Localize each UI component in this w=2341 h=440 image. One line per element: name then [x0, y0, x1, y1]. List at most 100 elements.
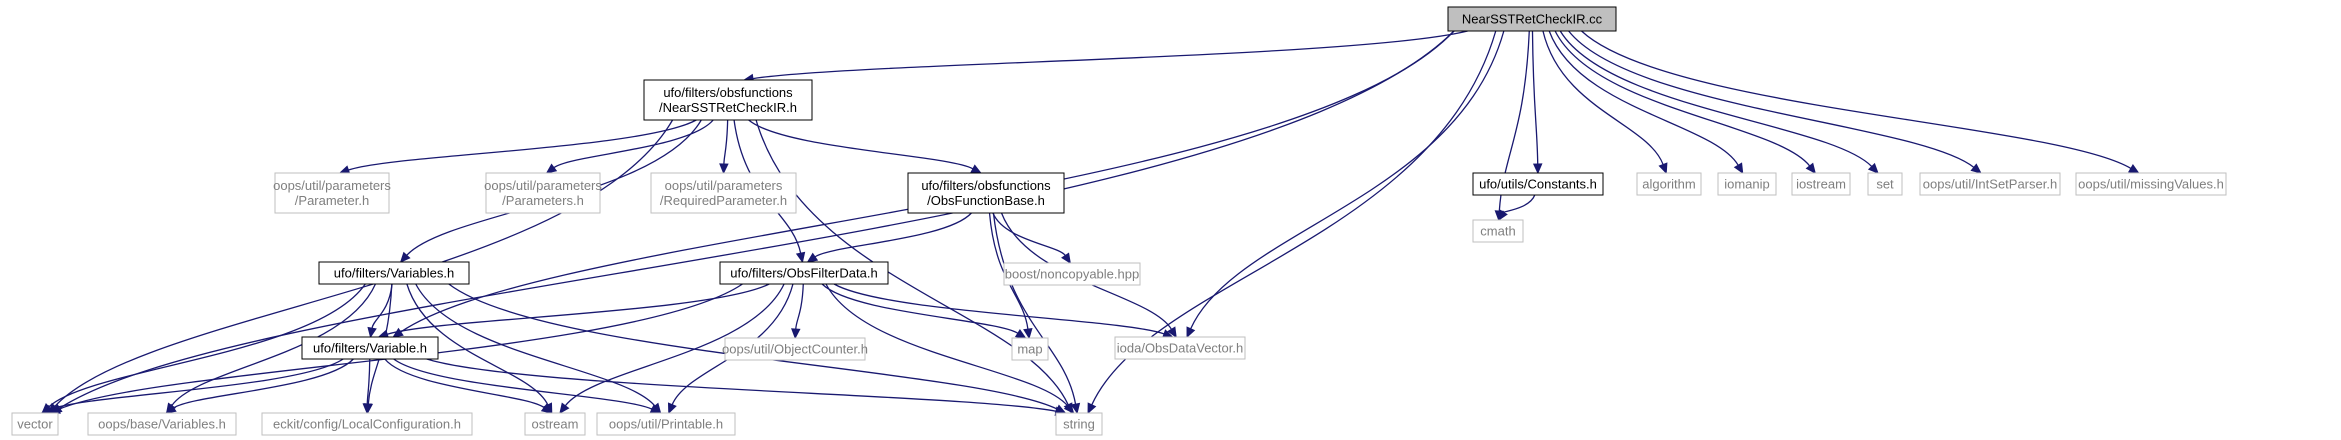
node-label: string	[1063, 417, 1095, 432]
arrowhead	[392, 327, 404, 338]
node-iostream: iostream	[1791, 172, 1851, 196]
node-localconf: eckit/config/LocalConfiguration.h	[261, 412, 473, 436]
edge-constants-to-cmath	[1498, 194, 1536, 222]
node-ofbase[interactable]: ufo/filters/obsfunctions/ObsFunctionBase…	[907, 172, 1065, 214]
node-label: boost/noncopyable.hpp	[1005, 267, 1139, 282]
node-label: eckit/config/LocalConfiguration.h	[273, 417, 461, 432]
node-variableh[interactable]: ufo/filters/Variable.h	[301, 336, 439, 360]
node-label: oops/util/ObjectCounter.h	[722, 342, 868, 357]
edge-nearh-to-parameter	[338, 119, 697, 175]
node-box	[1717, 172, 1777, 196]
edge-ofdata-to-map	[821, 283, 1027, 339]
node-box	[1636, 172, 1702, 196]
node-reqparam: oops/util/parameters/RequiredParameter.h	[650, 172, 797, 214]
node-box	[1055, 412, 1103, 436]
arrowhead	[399, 251, 411, 263]
node-label: ufo/filters/obsfunctions	[663, 85, 793, 100]
node-box	[1472, 172, 1604, 196]
node-root[interactable]: NearSSTRetCheckIR.cc	[1447, 6, 1617, 32]
node-box	[1114, 336, 1246, 360]
edge-variableh-to-ostream	[384, 358, 553, 414]
arrowhead	[367, 326, 377, 339]
edge-nearh-to-ofbase	[748, 119, 982, 174]
node-label: oops/util/IntSetParser.h	[1923, 177, 2057, 192]
edge-ofbase-to-ofdata	[806, 212, 972, 263]
node-label: /NearSSTRetCheckIR.h	[659, 100, 797, 115]
node-label: ufo/filters/obsfunctions	[921, 178, 1051, 193]
node-label: ufo/filters/Variables.h	[334, 266, 454, 281]
node-parameter: oops/util/parameters/Parameter.h	[273, 172, 391, 214]
node-constants[interactable]: ufo/utils/Constants.h	[1472, 172, 1604, 196]
node-string: string	[1055, 412, 1103, 436]
node-label: /Parameters.h	[502, 193, 584, 208]
node-label: ioda/ObsDataVector.h	[1117, 341, 1243, 356]
edge-root-to-constants	[1531, 30, 1543, 175]
node-label: iomanip	[1724, 177, 1770, 192]
edge-root-to-iomanip	[1548, 30, 1744, 175]
node-box	[724, 337, 866, 361]
node-label: oops/util/parameters	[665, 178, 783, 193]
edge-variableh-to-vector	[40, 358, 344, 414]
node-box	[1003, 262, 1141, 286]
node-label: /ObsFunctionBase.h	[927, 193, 1045, 208]
edge-ofbase-to-string	[992, 212, 1081, 415]
node-nearh[interactable]: ufo/filters/obsfunctions/NearSSTRetCheck…	[643, 79, 813, 121]
arrowhead	[1087, 402, 1097, 415]
node-label: /Parameter.h	[295, 193, 369, 208]
node-layer: NearSSTRetCheckIR.cc ufo/filters/obsfunct…	[11, 6, 2227, 436]
node-box	[1919, 172, 2061, 196]
node-label: ostream	[532, 417, 579, 432]
node-label: set	[1876, 177, 1894, 192]
edge-ofbase-to-noncopy	[992, 212, 1071, 265]
node-vector: vector	[11, 412, 59, 436]
node-ofdata[interactable]: ufo/filters/ObsFilterData.h	[719, 261, 889, 285]
arrowhead	[1733, 162, 1744, 175]
edge-ofdata-to-objcounter	[791, 283, 804, 340]
arrowhead	[970, 164, 982, 174]
arrowhead	[1186, 326, 1196, 339]
arrowhead	[795, 251, 806, 264]
arrowhead	[1867, 162, 1879, 174]
node-label: iostream	[1796, 177, 1846, 192]
node-box	[261, 412, 473, 436]
edge-ofdata-to-ostream	[559, 283, 785, 414]
node-oopsvars: oops/base/Variables.h	[87, 412, 237, 436]
edge-root-to-nearh	[742, 30, 1468, 84]
node-box	[301, 336, 439, 360]
edge-ofdata-to-iodaodv	[833, 283, 1174, 339]
node-objcounter: oops/util/ObjectCounter.h	[722, 337, 868, 361]
node-box	[1011, 337, 1049, 361]
node-variablesh[interactable]: ufo/filters/Variables.h	[318, 261, 470, 285]
node-label: ufo/filters/ObsFilterData.h	[730, 266, 877, 281]
node-box	[274, 172, 390, 214]
node-box	[1447, 6, 1617, 32]
node-label: NearSSTRetCheckIR.cc	[1462, 12, 1603, 27]
node-noncopy: boost/noncopyable.hpp	[1003, 262, 1141, 286]
edge-nearh-to-reqparam	[719, 119, 729, 175]
edge-variableh-to-localconf	[362, 358, 373, 415]
node-iomanip: iomanip	[1717, 172, 1777, 196]
arrowhead	[1070, 402, 1081, 415]
node-cmath: cmath	[1472, 219, 1524, 243]
arrowhead	[1167, 326, 1177, 339]
arrowhead	[1970, 163, 1982, 174]
node-box	[318, 261, 470, 285]
node-box	[485, 172, 601, 214]
arrowhead	[362, 403, 373, 415]
arrowhead	[1014, 328, 1027, 339]
arrowhead	[1532, 163, 1543, 175]
edge-root-to-intset	[1568, 30, 1982, 174]
node-intset: oops/util/IntSetParser.h	[1919, 172, 2061, 196]
node-label: algorithm	[1642, 177, 1695, 192]
arrowhead	[165, 403, 177, 414]
node-algorithm: algorithm	[1636, 172, 1702, 196]
node-box	[1472, 219, 1524, 243]
arrowhead	[545, 163, 558, 174]
node-label: oops/util/parameters	[273, 178, 391, 193]
edge-variableh-to-printable	[393, 358, 662, 414]
node-map: map	[1011, 337, 1049, 361]
arrowhead	[719, 163, 729, 175]
edge-root-to-missing	[1581, 30, 2140, 174]
arrowhead	[667, 402, 677, 415]
node-missing: oops/util/missingValues.h	[2075, 172, 2227, 196]
